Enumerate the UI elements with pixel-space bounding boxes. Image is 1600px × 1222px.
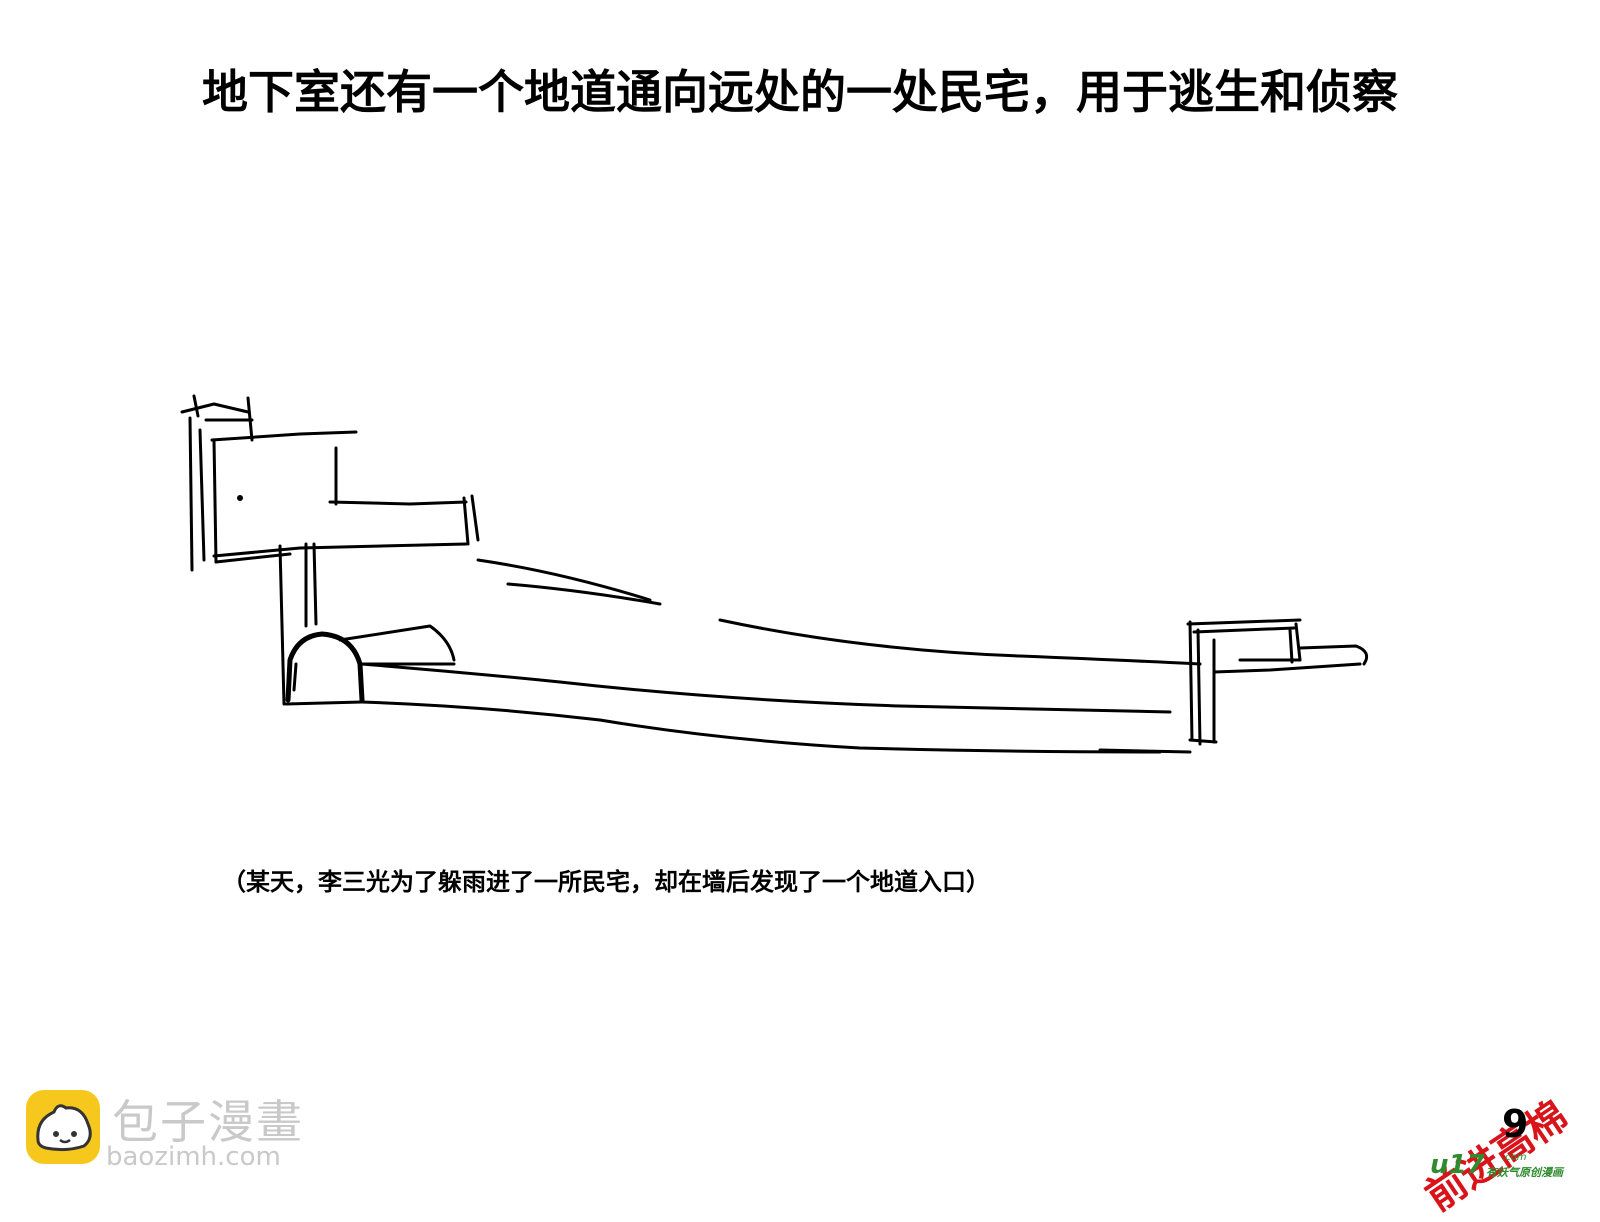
site-slogan: 有妖气原创漫画	[1486, 1166, 1563, 1179]
tunnel-ceiling-line	[360, 558, 1202, 714]
watermark-name: 包子漫畫	[112, 1095, 304, 1149]
page-title: 地下室还有一个地道通向远处的一处民宅，用于逃生和侦察	[202, 65, 1398, 119]
left-house-sketch	[180, 394, 480, 706]
site-suffix: .com	[1502, 1152, 1527, 1163]
page-number: 9	[1502, 1102, 1529, 1146]
watermark-url: baozimh.com	[106, 1142, 281, 1172]
corner-brand: 前进高棉 9 u17 .com 有妖气原创漫画	[1406, 1074, 1586, 1221]
caption: （某天，李三光为了躲雨进了一所民宅，却在墙后发现了一个地道入口）	[222, 868, 990, 896]
tunnel-arch-sketch	[285, 631, 365, 703]
tunnel-floor-line	[360, 700, 1192, 754]
right-house-sketch	[1186, 618, 1369, 746]
bun-face-icon	[36, 1104, 92, 1152]
site-logo: u17	[1430, 1150, 1485, 1180]
bun-logo-icon	[26, 1090, 100, 1164]
watermark: 包子漫畫 baozimh.com	[26, 1090, 326, 1180]
